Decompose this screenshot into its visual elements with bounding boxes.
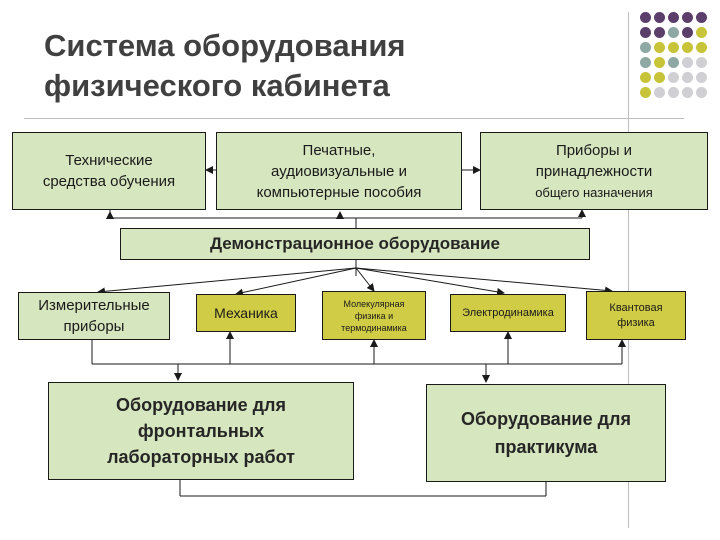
decor-dot bbox=[668, 27, 679, 38]
decor-dot bbox=[668, 42, 679, 53]
decor-horizontal-rule bbox=[24, 118, 684, 119]
title-line-1: Система оборудования bbox=[44, 28, 406, 63]
arrow-to-measure bbox=[97, 267, 357, 296]
box-demo-equipment: Демонстрационное оборудование bbox=[120, 228, 590, 260]
decor-dot bbox=[696, 72, 707, 83]
decor-dot bbox=[682, 12, 693, 23]
box-print-media: Печатные, аудиовизуальные и компьютерные… bbox=[216, 132, 462, 210]
box-quantum-physics: Квантовая физика bbox=[586, 291, 686, 340]
decor-dot bbox=[640, 27, 651, 38]
decor-dot bbox=[654, 42, 665, 53]
decor-dot bbox=[668, 12, 679, 23]
arrow-to-mech bbox=[235, 267, 357, 297]
box-practicum-equipment: Оборудование для практикума bbox=[426, 384, 666, 482]
box-general-devices: Приборы и принадлежности общего назначен… bbox=[480, 132, 708, 210]
decor-dot bbox=[682, 42, 693, 53]
decor-vertical-rule bbox=[628, 12, 629, 528]
decor-dot bbox=[654, 72, 665, 83]
box-frontal-lab-equipment: Оборудование для фронтальных лабораторны… bbox=[48, 382, 354, 480]
title-line-2: физического кабинета bbox=[44, 68, 390, 103]
decor-dot bbox=[640, 87, 651, 98]
page-title: Система оборудования физического кабинет… bbox=[44, 26, 564, 106]
box-electrodynamics: Электродинамика bbox=[450, 294, 566, 332]
decor-dot bbox=[668, 87, 679, 98]
decor-dot-grid bbox=[640, 12, 710, 112]
decor-dot bbox=[640, 12, 651, 23]
box-mechanics: Механика bbox=[196, 294, 296, 332]
arrow-to-molec bbox=[355, 267, 375, 292]
box-measuring-devices: Измерительные приборы bbox=[18, 292, 170, 340]
decor-dot bbox=[696, 12, 707, 23]
decor-dot bbox=[668, 57, 679, 68]
decor-dot bbox=[654, 12, 665, 23]
box-tech-means: Технические средства обучения bbox=[12, 132, 206, 210]
decor-dot bbox=[640, 72, 651, 83]
box-molecular-physics: Молекулярная физика и термодинамика bbox=[322, 291, 426, 340]
arrow-to-electro bbox=[355, 267, 505, 296]
decor-dot bbox=[682, 72, 693, 83]
decor-dot bbox=[640, 42, 651, 53]
decor-dot bbox=[682, 57, 693, 68]
arrow-to-quantum bbox=[355, 267, 613, 295]
decor-dot bbox=[696, 27, 707, 38]
decor-dot bbox=[696, 42, 707, 53]
decor-dot bbox=[640, 57, 651, 68]
decor-dot bbox=[654, 27, 665, 38]
decor-dot bbox=[668, 72, 679, 83]
decor-dot bbox=[682, 87, 693, 98]
decor-dot bbox=[696, 87, 707, 98]
decor-dot bbox=[654, 57, 665, 68]
decor-dot bbox=[682, 27, 693, 38]
decor-dot bbox=[696, 57, 707, 68]
decor-dot bbox=[654, 87, 665, 98]
